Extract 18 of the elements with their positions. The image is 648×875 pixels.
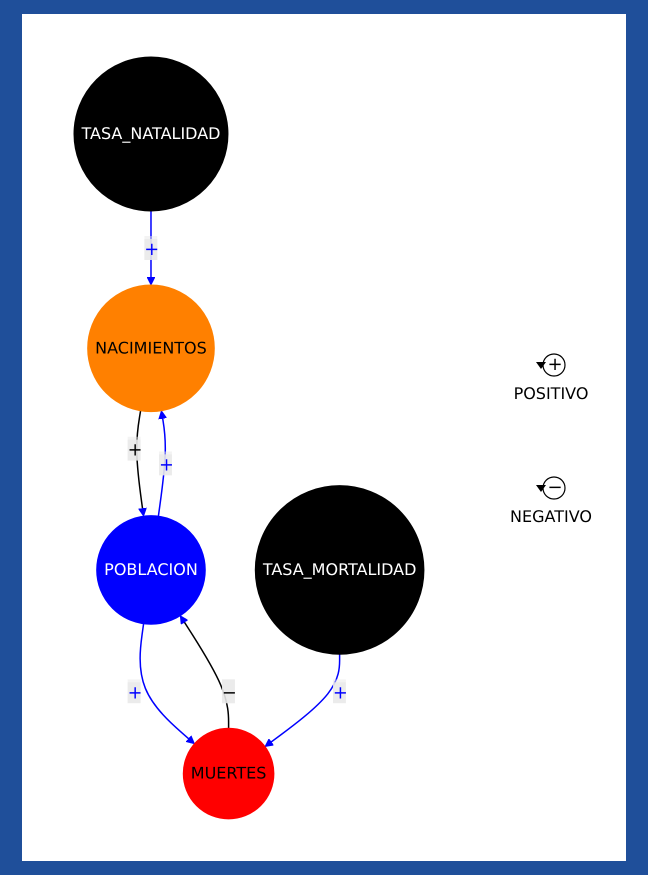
- variable-circle: POBLACION: [96, 514, 206, 624]
- variable-circle: MUERTES: [182, 727, 274, 819]
- variable-circle: NACIMIENTOS: [87, 284, 215, 412]
- arrow: [264, 654, 340, 747]
- edge-label: −: [222, 678, 236, 703]
- edge-label: +: [128, 678, 142, 703]
- arrow: [180, 614, 230, 728]
- edge-label: +: [144, 236, 158, 260]
- arrow: [158, 410, 168, 516]
- edge-label: +: [158, 450, 172, 475]
- edge-label: +: [128, 436, 142, 460]
- loop-label: NEGATIVO: [510, 506, 592, 526]
- arrow: [139, 623, 195, 744]
- variable-circle: TASA_NATALIDAD: [74, 56, 228, 212]
- edge-label: +: [332, 678, 346, 703]
- variable-circle: TASA_MORTALIDAD: [254, 484, 424, 654]
- arrow: [136, 410, 147, 516]
- loop-label: POSITIVO: [514, 384, 588, 402]
